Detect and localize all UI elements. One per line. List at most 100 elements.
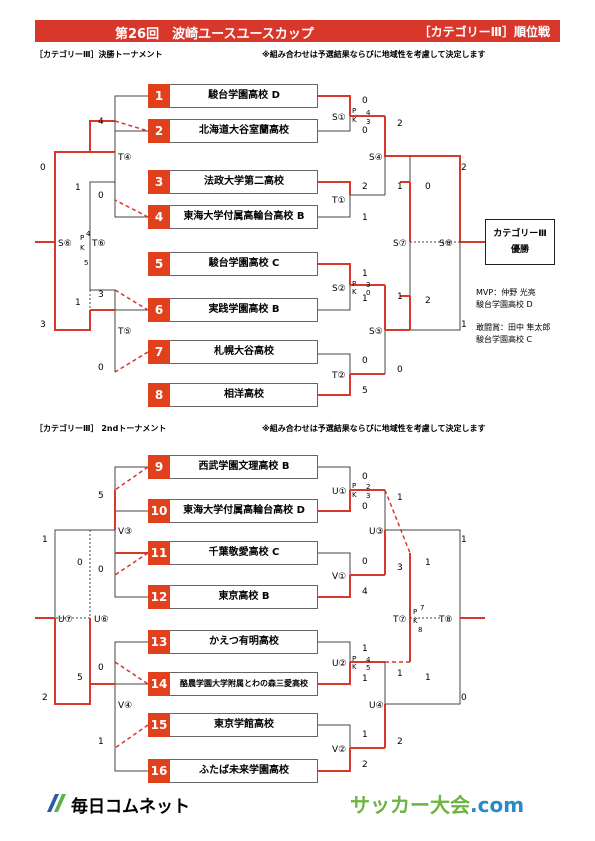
score-u2-top: 1 [362, 644, 368, 654]
match-label-t1: T① [331, 196, 346, 206]
fight-team: 駿台学園高校 C [476, 335, 533, 344]
pk-score-u2-1: 4 [366, 656, 371, 664]
seed-number: 3 [148, 170, 170, 194]
soccer-taikai-logo: サッカー大会.com [350, 789, 524, 818]
section-note-2nd: ※組み合わせは予選結果ならびに地域性を考慮して決定します [262, 424, 486, 433]
pk-p-u1: P [352, 482, 356, 490]
score-t2-bot: 5 [362, 386, 368, 396]
team-slot-3: 3 法政大学第二高校 [148, 170, 318, 194]
seed-number: 11 [148, 541, 170, 565]
seed-number: 7 [148, 340, 170, 364]
pk-k-t6: K [80, 244, 85, 252]
match-label-v4: V④ [118, 701, 132, 711]
pk-p-s2: P [352, 280, 356, 288]
score-u4-bot: 2 [397, 737, 403, 747]
score-v2-bot: 2 [362, 760, 368, 770]
team-slot-14: 14 酪農学園大学附属とわの森三愛高校 [148, 672, 318, 696]
score-s8-bot: 1 [461, 320, 467, 330]
match-label-v2: V② [332, 745, 346, 755]
soccer-logo-text: サッカー大会 [350, 793, 470, 817]
score-s4-top: 2 [397, 119, 403, 129]
score-v3-bot: 0 [98, 565, 104, 575]
score-t8-bot: 1 [425, 673, 431, 683]
pk-score-s1-2: 3 [366, 118, 370, 126]
team-name: 千葉敬愛高校 C [208, 547, 280, 558]
seed-number: 14 [148, 672, 170, 696]
pk-score-s2-2: 0 [366, 289, 370, 297]
score-t8-out1: 1 [461, 535, 467, 545]
mvp-award: MVP：仲野 光亮 駿台学園高校 D [476, 287, 536, 311]
pk-p-t6: P [80, 234, 84, 242]
team-name: 駿台学園高校 C [208, 258, 280, 269]
match-label-s8: S⑧ [439, 239, 453, 249]
champion-title: 優勝 [510, 245, 529, 255]
score-u4-top: 1 [397, 669, 403, 679]
score-s7-top: 0 [425, 182, 431, 192]
team-name: ふたば未来学園高校 [199, 765, 289, 776]
match-label-u3: U③ [369, 527, 384, 537]
seed-number: 1 [148, 84, 170, 108]
seed-number: 15 [148, 713, 170, 737]
pk-score-t6-2: 5 [84, 259, 88, 267]
team-name: 東海大学付属高輪台高校 D [183, 505, 305, 516]
match-label-t4: T④ [117, 153, 132, 163]
match-label-u7: U⑦ [58, 615, 73, 625]
score-u6-in2: 5 [77, 673, 83, 683]
score-u1-top: 0 [362, 472, 368, 482]
pk-k-u1: K [352, 491, 357, 499]
score-v1-bot: 4 [362, 587, 368, 597]
mvp-team: 駿台学園高校 D [476, 300, 533, 309]
seed-number: 10 [148, 499, 170, 523]
champion-label: カテゴリーⅢ [493, 229, 547, 239]
match-label-u4: U④ [369, 701, 384, 711]
section-note-final: ※組み合わせは予選結果ならびに地域性を考慮して決定します [262, 50, 486, 59]
match-label-u1: U① [332, 487, 347, 497]
match-label-u6: U⑥ [94, 615, 109, 625]
score-s7-bot: 2 [425, 296, 431, 306]
score-t4-bot: 0 [98, 191, 104, 201]
match-label-t7: T⑦ [392, 615, 407, 625]
pk-p-s1: P [352, 107, 356, 115]
match-label-u2: U② [332, 659, 347, 669]
pk-p-t8: P [413, 608, 417, 616]
team-name: 西武学園文理高校 B [198, 461, 290, 472]
score-u3-bot: 3 [397, 563, 403, 573]
team-name: 酪農学園大学附属とわの森三愛高校 [180, 679, 308, 688]
score-s2-bot: 1 [362, 294, 368, 304]
pk-score-s1-1: 4 [366, 109, 371, 117]
match-label-s2: S② [332, 284, 346, 294]
score-t5-top: 3 [98, 290, 104, 300]
pk-score-t8-1: 7 [420, 604, 424, 612]
match-label-t5: T⑤ [117, 327, 132, 337]
score-s1-bot: 0 [362, 126, 368, 136]
score-t4-top: 4 [98, 117, 104, 127]
seed-number: 6 [148, 298, 170, 322]
mvp-label: MVP：仲野 光亮 [476, 288, 536, 297]
mainichi-comnet-logo: 毎日コムネット [45, 790, 190, 818]
team-slot-10: 10 東海大学付属高輪台高校 D [148, 499, 318, 523]
score-u7-top: 1 [42, 535, 48, 545]
seed-number: 8 [148, 383, 170, 407]
comnet-logo-icon [47, 794, 66, 812]
team-name: 札幌大谷高校 [214, 346, 274, 357]
match-label-s5: S⑤ [369, 327, 383, 337]
match-label-s6: S⑥ [58, 239, 72, 249]
team-slot-7: 7 札幌大谷高校 [148, 340, 318, 364]
score-s2-top: 1 [362, 269, 368, 279]
score-v4-top: 0 [98, 663, 104, 673]
score-u3-top: 1 [397, 493, 403, 503]
score-u7-bot: 2 [42, 693, 48, 703]
score-u1-bot: 0 [362, 502, 368, 512]
team-name: 北海道大谷室蘭高校 [199, 125, 289, 136]
score-t6-bot: 3 [40, 320, 46, 330]
score-t5-bot: 0 [98, 363, 104, 373]
team-name: 法政大学第二高校 [204, 176, 284, 187]
team-name: 駿台学園高校 D [208, 90, 280, 101]
score-t8-top: 1 [425, 558, 431, 568]
section-title-2nd: ［カテゴリーⅢ］ 2ndトーナメント [35, 424, 167, 433]
seed-number: 4 [148, 205, 170, 229]
pk-k-u2: K [352, 663, 357, 671]
